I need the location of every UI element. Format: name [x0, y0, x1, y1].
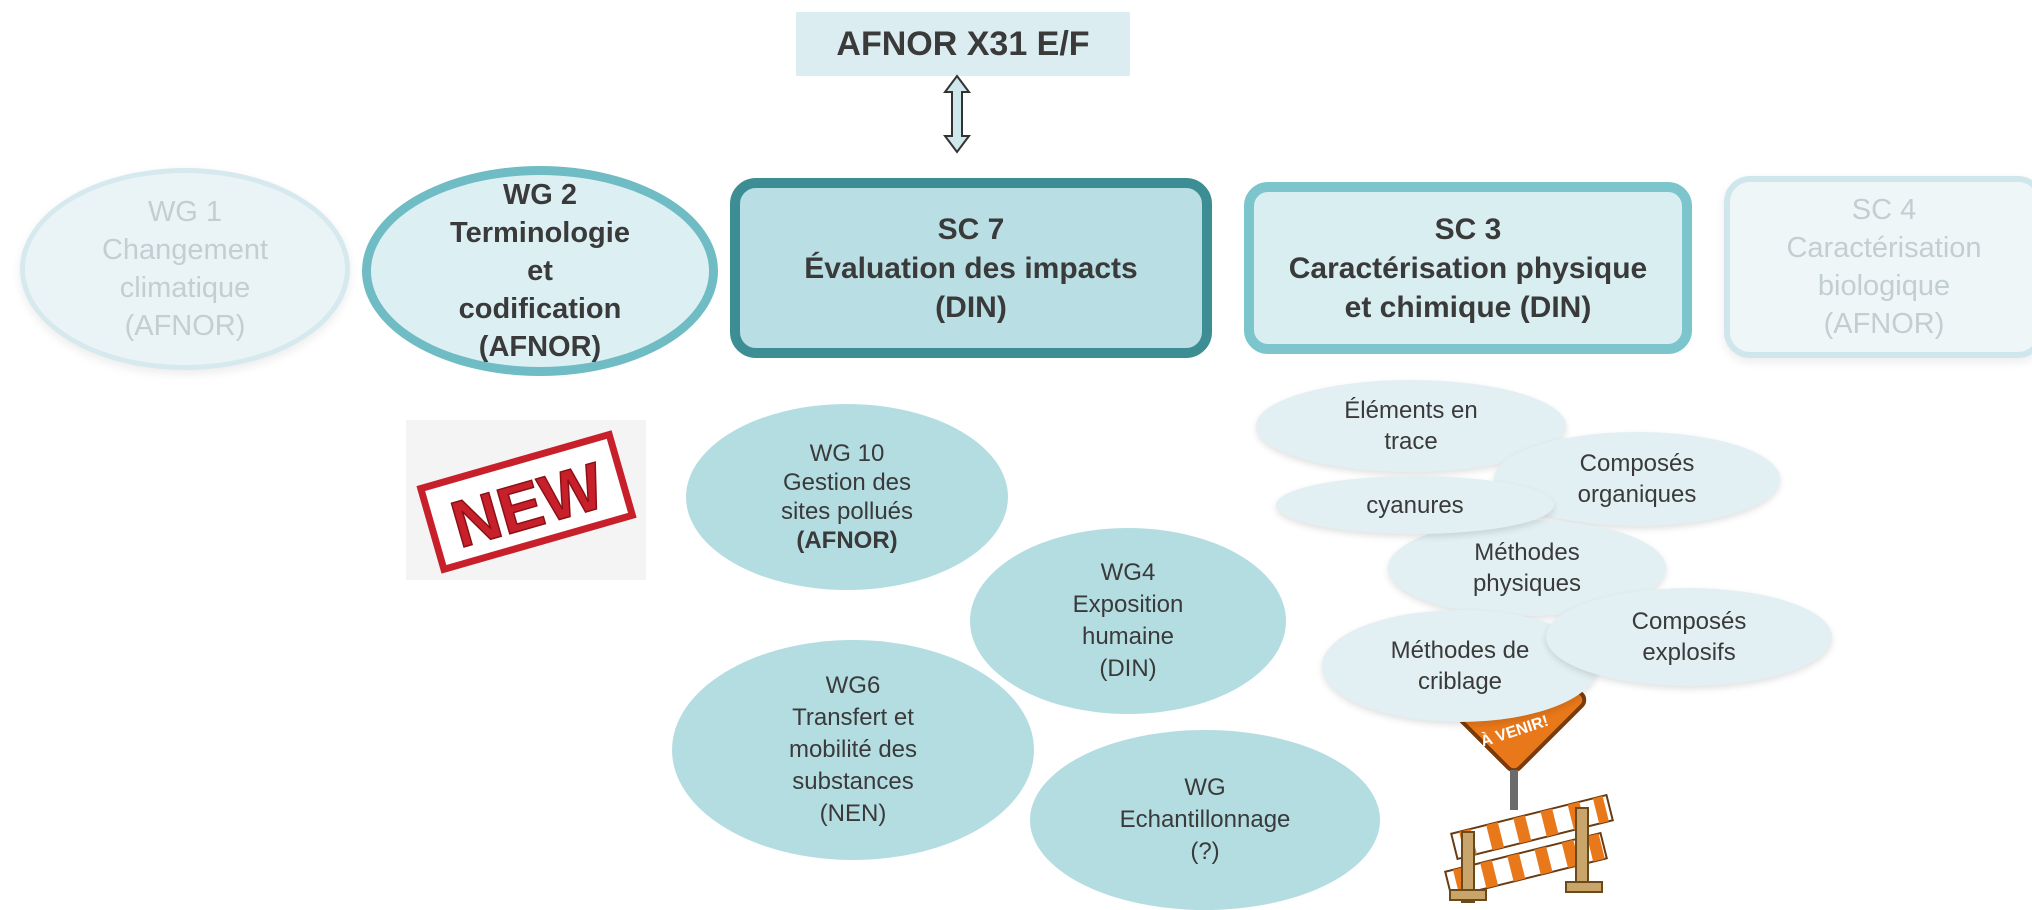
- sc3-line: Caractérisation physique: [1288, 251, 1648, 285]
- wg6-line: substances: [792, 768, 914, 795]
- wg4-line: WG4: [1100, 559, 1156, 586]
- wg6-line: WG6: [825, 672, 881, 699]
- explosive-compounds-line: Composés: [1631, 608, 1747, 635]
- wg10-line: WG 10: [809, 440, 885, 467]
- afnor-x31-box: AFNOR X31 E/F: [796, 12, 1130, 76]
- sc7-line: (DIN): [935, 290, 1007, 324]
- sc7-impact-assessment-node: SC 7 Évaluation des impacts (DIN): [730, 178, 1212, 358]
- wg-sampling-node: WG Echantillonnage (?): [1030, 730, 1380, 910]
- explosive-compounds-line: explosifs: [1642, 639, 1736, 666]
- wg2-line: et: [527, 255, 553, 287]
- wg4-line: Exposition: [1072, 591, 1184, 618]
- wg2-line: WG 2: [502, 179, 578, 211]
- wg4-line: humaine: [1081, 623, 1175, 650]
- wg1-line: (AFNOR): [124, 310, 246, 342]
- wg1-climate-change-node: WG 1 Changement climatique (AFNOR): [20, 168, 350, 370]
- sc3-line: SC 3: [1434, 212, 1502, 246]
- wg2-line: codification: [458, 293, 622, 325]
- screening-methods-line: criblage: [1417, 668, 1503, 695]
- sc4-line: biologique: [1817, 270, 1951, 302]
- cyanides-line: cyanures: [1366, 491, 1464, 519]
- sc3-line: et chimique (DIN): [1344, 290, 1592, 324]
- explosive-compounds-node: Composés explosifs: [1546, 588, 1832, 686]
- sc4-line: (AFNOR): [1823, 308, 1945, 340]
- organic-compounds-line: Composés: [1579, 450, 1695, 477]
- wg10-line: sites pollués: [780, 498, 914, 525]
- wg2-terminology-node: WG 2 Terminologie et codification (AFNOR…: [362, 166, 718, 376]
- sc3-characterisation-node: SC 3 Caractérisation physique et chimiqu…: [1244, 182, 1692, 354]
- wg6-line: Transfert et: [792, 704, 914, 731]
- physical-methods-line: Méthodes: [1474, 539, 1580, 566]
- sc7-line: SC 7: [937, 212, 1005, 246]
- wg10-line: (AFNOR): [796, 527, 898, 554]
- wg1-line: WG 1: [147, 196, 223, 228]
- physical-methods-line: physiques: [1472, 570, 1582, 597]
- cyanides-node: cyanures: [1276, 476, 1554, 534]
- wg-sampling-line: WG: [1184, 774, 1226, 801]
- sc4-biological-node: SC 4 Caractérisation biologique (AFNOR): [1724, 176, 2032, 358]
- new-stamp-icon: NEW: [406, 420, 646, 580]
- wg-sampling-line: Echantillonnage: [1119, 806, 1291, 833]
- wg10-line: Gestion des: [782, 469, 912, 496]
- wg1-line: Changement: [101, 234, 269, 266]
- wg2-line: (AFNOR): [478, 331, 602, 363]
- sc4-line: SC 4: [1851, 194, 1917, 226]
- double-arrow-icon: [943, 74, 971, 154]
- wg6-transfer-mobility-node: WG6 Transfert et mobilité des substances…: [672, 640, 1034, 860]
- afnor-x31-label: AFNOR X31 E/F: [836, 24, 1090, 63]
- sc4-line: Caractérisation: [1786, 232, 1982, 264]
- wg4-human-exposure-node: WG4 Exposition humaine (DIN): [970, 528, 1286, 714]
- trace-elements-line: trace: [1384, 428, 1438, 455]
- wg6-line: (NEN): [819, 800, 887, 827]
- wg2-line: Terminologie: [450, 217, 630, 249]
- wg10-polluted-sites-node: WG 10 Gestion des sites pollués (AFNOR): [686, 404, 1008, 590]
- screening-methods-line: Méthodes de: [1390, 637, 1530, 664]
- organic-compounds-line: organiques: [1577, 481, 1697, 508]
- trace-elements-line: Éléments en: [1344, 397, 1478, 424]
- wg4-line: (DIN): [1099, 655, 1157, 682]
- wg1-line: climatique: [119, 272, 251, 304]
- wg6-line: mobilité des: [788, 736, 918, 763]
- wg-sampling-line: (?): [1190, 838, 1220, 865]
- sc7-line: Évaluation des impacts: [804, 251, 1138, 285]
